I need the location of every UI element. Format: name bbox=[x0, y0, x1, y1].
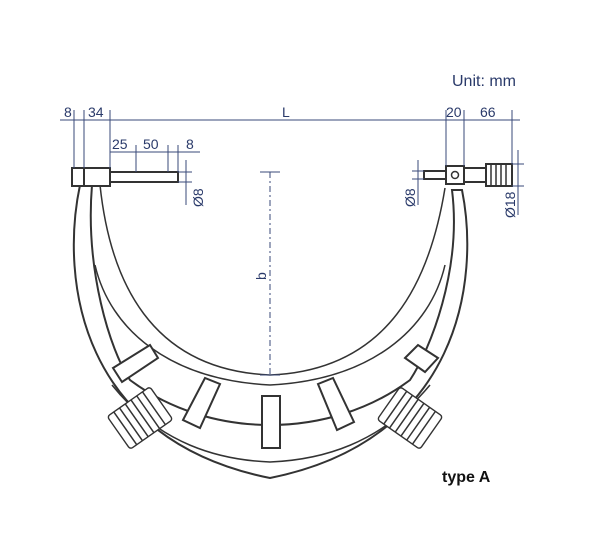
frame-ribs bbox=[111, 343, 440, 449]
dim-spindle-diameter: Ø8 bbox=[402, 188, 418, 207]
left-grip-pad bbox=[107, 387, 173, 449]
dim-length-L: L bbox=[282, 104, 290, 120]
dim-anvil-25: 25 bbox=[112, 136, 128, 152]
unit-label: Unit: mm bbox=[452, 73, 516, 90]
dim-left-8: 8 bbox=[64, 104, 72, 120]
dim-thimble-diameter: Ø18 bbox=[502, 191, 518, 218]
anvil-assembly bbox=[71, 167, 179, 187]
dim-left-34: 34 bbox=[88, 104, 104, 120]
dim-anvil-50: 50 bbox=[143, 136, 159, 152]
type-label: type A bbox=[442, 469, 491, 486]
dim-anvil-diameter: Ø8 bbox=[190, 188, 206, 207]
spindle-assembly bbox=[423, 163, 513, 187]
dim-right-66: 66 bbox=[480, 104, 496, 120]
dim-depth-b: b bbox=[253, 272, 269, 280]
right-grip-pad bbox=[377, 387, 443, 449]
dim-anvil-8: 8 bbox=[186, 136, 194, 152]
dim-right-20: 20 bbox=[446, 104, 462, 120]
